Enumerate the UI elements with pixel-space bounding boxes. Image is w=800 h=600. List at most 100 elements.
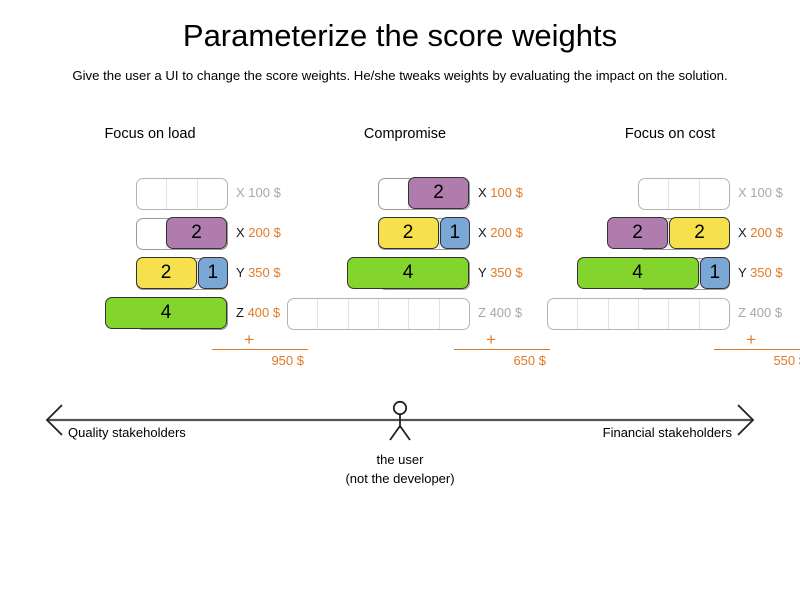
weight-block[interactable]: 2	[166, 217, 227, 249]
slider-segment[interactable]	[349, 299, 379, 329]
slider-segment[interactable]	[137, 219, 168, 249]
weight-block[interactable]: 2	[607, 217, 668, 249]
slider-segment[interactable]	[669, 299, 700, 329]
slider-segment[interactable]	[288, 299, 319, 329]
weight-block[interactable]: 1	[197, 257, 228, 289]
weight-blocks[interactable]: 2	[408, 177, 469, 209]
weight-row: X 100 $	[17, 174, 283, 214]
total-value: 950 $	[271, 353, 304, 368]
slider-segment[interactable]	[198, 179, 227, 209]
slider-segment[interactable]	[409, 219, 440, 249]
weight-blocks[interactable]: 4	[347, 257, 469, 289]
weight-slider[interactable]	[638, 178, 730, 210]
weight-slider[interactable]: 2	[136, 217, 228, 250]
slider-segment[interactable]	[700, 299, 729, 329]
slider-segment[interactable]	[167, 179, 198, 209]
weight-slider[interactable]: 4	[105, 297, 228, 330]
row-key: X	[478, 225, 491, 240]
page-title: Parameterize the score weights	[182, 18, 618, 53]
slider-segment[interactable]	[669, 179, 700, 209]
row-amount: 400 $	[749, 305, 783, 320]
slider-segment[interactable]	[700, 179, 729, 209]
user-caption: the user (not the developer)	[0, 450, 800, 488]
weight-block[interactable]: 1	[699, 257, 730, 289]
slider-segment[interactable]	[639, 219, 670, 249]
weight-row: 2 X 200 $	[17, 214, 283, 254]
weight-block[interactable]: 4	[576, 257, 699, 289]
slider-segment[interactable]	[669, 259, 700, 289]
slider-segment[interactable]	[578, 299, 609, 329]
row-cost-label: X 200 $	[236, 225, 281, 240]
weight-slider[interactable]	[547, 298, 730, 330]
slider-track[interactable]	[287, 298, 470, 330]
weight-block-value: 2	[160, 262, 172, 283]
weight-block-value: 2	[632, 222, 643, 243]
row-key: X	[738, 225, 751, 240]
slider-segment[interactable]	[639, 179, 670, 209]
slider-segment[interactable]	[409, 299, 440, 329]
weight-blocks[interactable]: 4	[105, 297, 227, 329]
weight-block[interactable]: 2	[135, 257, 197, 289]
slider-segment[interactable]	[639, 299, 670, 329]
row-amount: 350 $	[490, 265, 523, 280]
row-amount: 400 $	[247, 305, 281, 320]
slider-segment[interactable]	[318, 299, 349, 329]
weight-blocks[interactable]: 2	[166, 217, 227, 249]
row-cost-label: X 100 $	[478, 185, 523, 200]
user-caption-line1: the user	[376, 452, 424, 467]
row-key: Y	[478, 265, 491, 280]
row-amount: 350 $	[248, 265, 281, 280]
slider-track[interactable]	[547, 298, 730, 330]
row-amount: 100 $	[248, 185, 281, 200]
weight-block[interactable]: 4	[347, 257, 469, 289]
weight-block[interactable]: 2	[669, 217, 730, 249]
slider-track[interactable]	[638, 178, 730, 210]
weight-block-value: 1	[449, 222, 461, 243]
weight-block-value: 4	[402, 262, 414, 283]
column-total: +550 $	[714, 331, 800, 368]
slider-segment[interactable]	[609, 299, 639, 329]
user-stick-figure-icon	[389, 400, 411, 441]
slider-segment[interactable]	[379, 299, 410, 329]
column-heading: Focus on cost	[624, 126, 716, 142]
weight-slider[interactable]: 4	[347, 257, 470, 290]
slider-segment[interactable]	[379, 179, 410, 209]
weight-block[interactable]: 1	[439, 217, 470, 249]
row-key: Z	[738, 305, 750, 320]
slider-segment[interactable]	[440, 299, 469, 329]
slider-track[interactable]	[136, 178, 228, 210]
slider-segment[interactable]	[167, 259, 198, 289]
axis-label-right: Financial stakeholders	[602, 425, 732, 440]
weight-block-value: 2	[694, 222, 705, 243]
slider-segment[interactable]	[548, 299, 579, 329]
weight-slider[interactable]	[287, 298, 470, 330]
column-total: +650 $	[454, 331, 550, 368]
row-cost-label: Z 400 $	[236, 305, 280, 320]
weight-slider[interactable]: 2	[378, 177, 470, 210]
weight-slider[interactable]	[136, 178, 228, 210]
axis-label-left: Quality stakeholders	[68, 425, 186, 440]
row-amount: 200 $	[248, 225, 281, 240]
weight-block[interactable]: 2	[377, 217, 439, 249]
slider-segment[interactable]	[137, 179, 168, 209]
weight-block[interactable]: 2	[408, 177, 469, 209]
row-cost-label: X 100 $	[236, 185, 281, 200]
row-key: X	[236, 185, 249, 200]
weight-block-value: 1	[709, 262, 721, 283]
plus-sign: +	[454, 331, 550, 350]
weight-block-value: 4	[632, 262, 643, 283]
weight-row: 4 Y 350 $	[272, 254, 538, 294]
weight-block[interactable]: 4	[105, 297, 227, 329]
